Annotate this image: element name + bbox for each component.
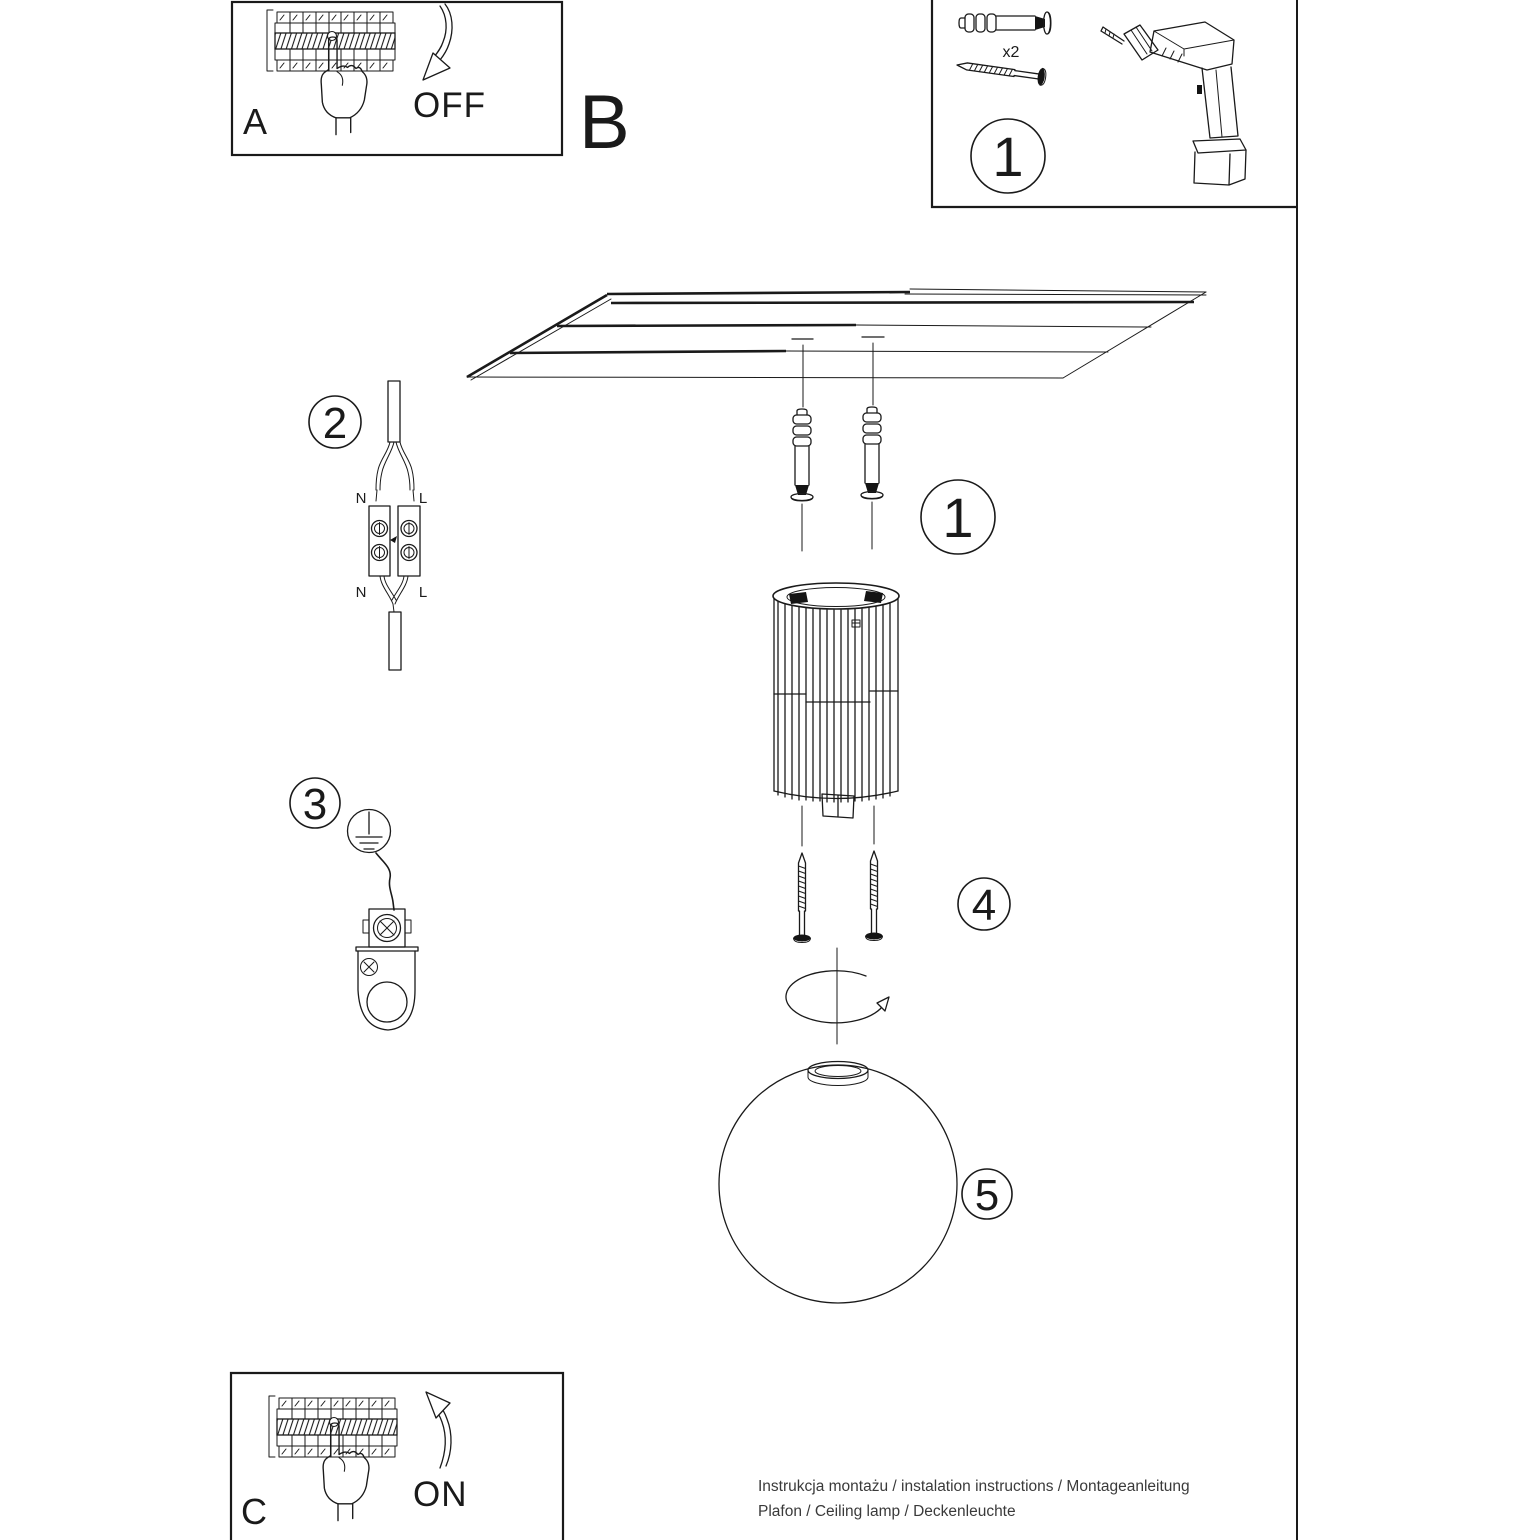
tiny-arrow-icon	[390, 536, 397, 543]
earth-symbol-icon	[346, 808, 392, 854]
wire-label-n-bottom: N	[356, 584, 367, 601]
step-5-circle	[961, 1168, 1013, 1220]
wire-label-l-top: L	[419, 490, 427, 507]
cable-top	[387, 380, 401, 443]
step-a-label: A	[243, 101, 267, 142]
footer-line-1: Instrukcja montażu / instalation instruc…	[758, 1478, 1190, 1495]
step-2-wiring: 2 N L N L	[308, 380, 427, 671]
step-c-label: C	[241, 1491, 267, 1532]
wire-label-l-bottom: L	[419, 584, 427, 601]
step-5-globe: 5	[718, 1060, 1013, 1304]
step-3-circle	[289, 777, 341, 829]
lamp-socket	[821, 793, 855, 819]
leader-lines-top	[802, 342, 874, 408]
step-1-circle	[920, 479, 996, 555]
mount-tab-left	[789, 592, 808, 604]
step-4-fixing: 4	[785, 805, 1011, 1045]
ceiling-panel	[466, 288, 1207, 381]
arrow-up-icon	[425, 1391, 452, 1469]
circuit-breaker-illustration	[266, 9, 396, 72]
lamp-body-cylinder	[772, 582, 900, 819]
step-5-number: 5	[975, 1171, 999, 1220]
mounting-bracket	[355, 946, 419, 1031]
step-3-grounding: 3	[289, 777, 419, 1031]
mount-tab-right	[864, 591, 883, 603]
pointing-hand-icon-c	[322, 1422, 370, 1522]
toolbox-border	[930, 0, 1297, 209]
step-4-number: 4	[972, 881, 996, 930]
pointing-hand-icon	[320, 36, 368, 136]
step-a-power-off: A OFF	[230, 0, 564, 157]
wall-plug-left	[790, 408, 814, 502]
step-3-number: 3	[303, 780, 327, 829]
step-c-power-on: C ON	[229, 1371, 565, 1540]
terminal-block-right	[397, 505, 421, 577]
toolbox-step-circle	[970, 118, 1046, 194]
fixing-screw-right	[864, 850, 884, 942]
step-4-circle	[957, 877, 1011, 931]
fixing-screw-left	[792, 852, 812, 944]
step-1-number: 1	[942, 486, 973, 549]
glass-globe	[718, 1064, 958, 1304]
step-2-circle	[308, 395, 362, 449]
terminal-block-left	[368, 505, 391, 577]
plug-quantity-label: x2	[1003, 44, 1020, 61]
circuit-breaker-illustration-c	[268, 1395, 398, 1458]
leader-lines-bottom	[801, 501, 873, 552]
ground-wire	[375, 852, 395, 911]
wire-label-n-top: N	[356, 490, 367, 507]
cable-bottom	[388, 611, 402, 671]
drill-icon	[1100, 21, 1247, 186]
arrow-down-icon	[422, 3, 453, 81]
rotation-arrow-icon	[785, 947, 890, 1045]
on-label: ON	[413, 1475, 468, 1514]
step-2-number: 2	[323, 399, 347, 448]
section-b-label: B	[579, 80, 630, 165]
screw-icon	[955, 55, 1048, 87]
toolbox-step-1: x2 1	[930, 0, 1297, 209]
footer: Instrukcja montażu / instalation instruc…	[758, 1478, 1190, 1520]
wall-plug-right	[860, 406, 884, 500]
box-c-border	[229, 1371, 565, 1540]
step-1-wall-plugs: 1	[790, 342, 996, 555]
leader-lines-screws	[801, 805, 875, 847]
off-label: OFF	[413, 86, 486, 125]
box-a-border	[230, 0, 564, 157]
wall-plug-icon	[958, 11, 1052, 35]
drill-holes	[791, 336, 885, 340]
toolbox-step-number: 1	[992, 125, 1023, 188]
footer-line-2: Plafon / Ceiling lamp / Deckenleuchte	[758, 1503, 1016, 1520]
globe-neck	[807, 1060, 869, 1086]
